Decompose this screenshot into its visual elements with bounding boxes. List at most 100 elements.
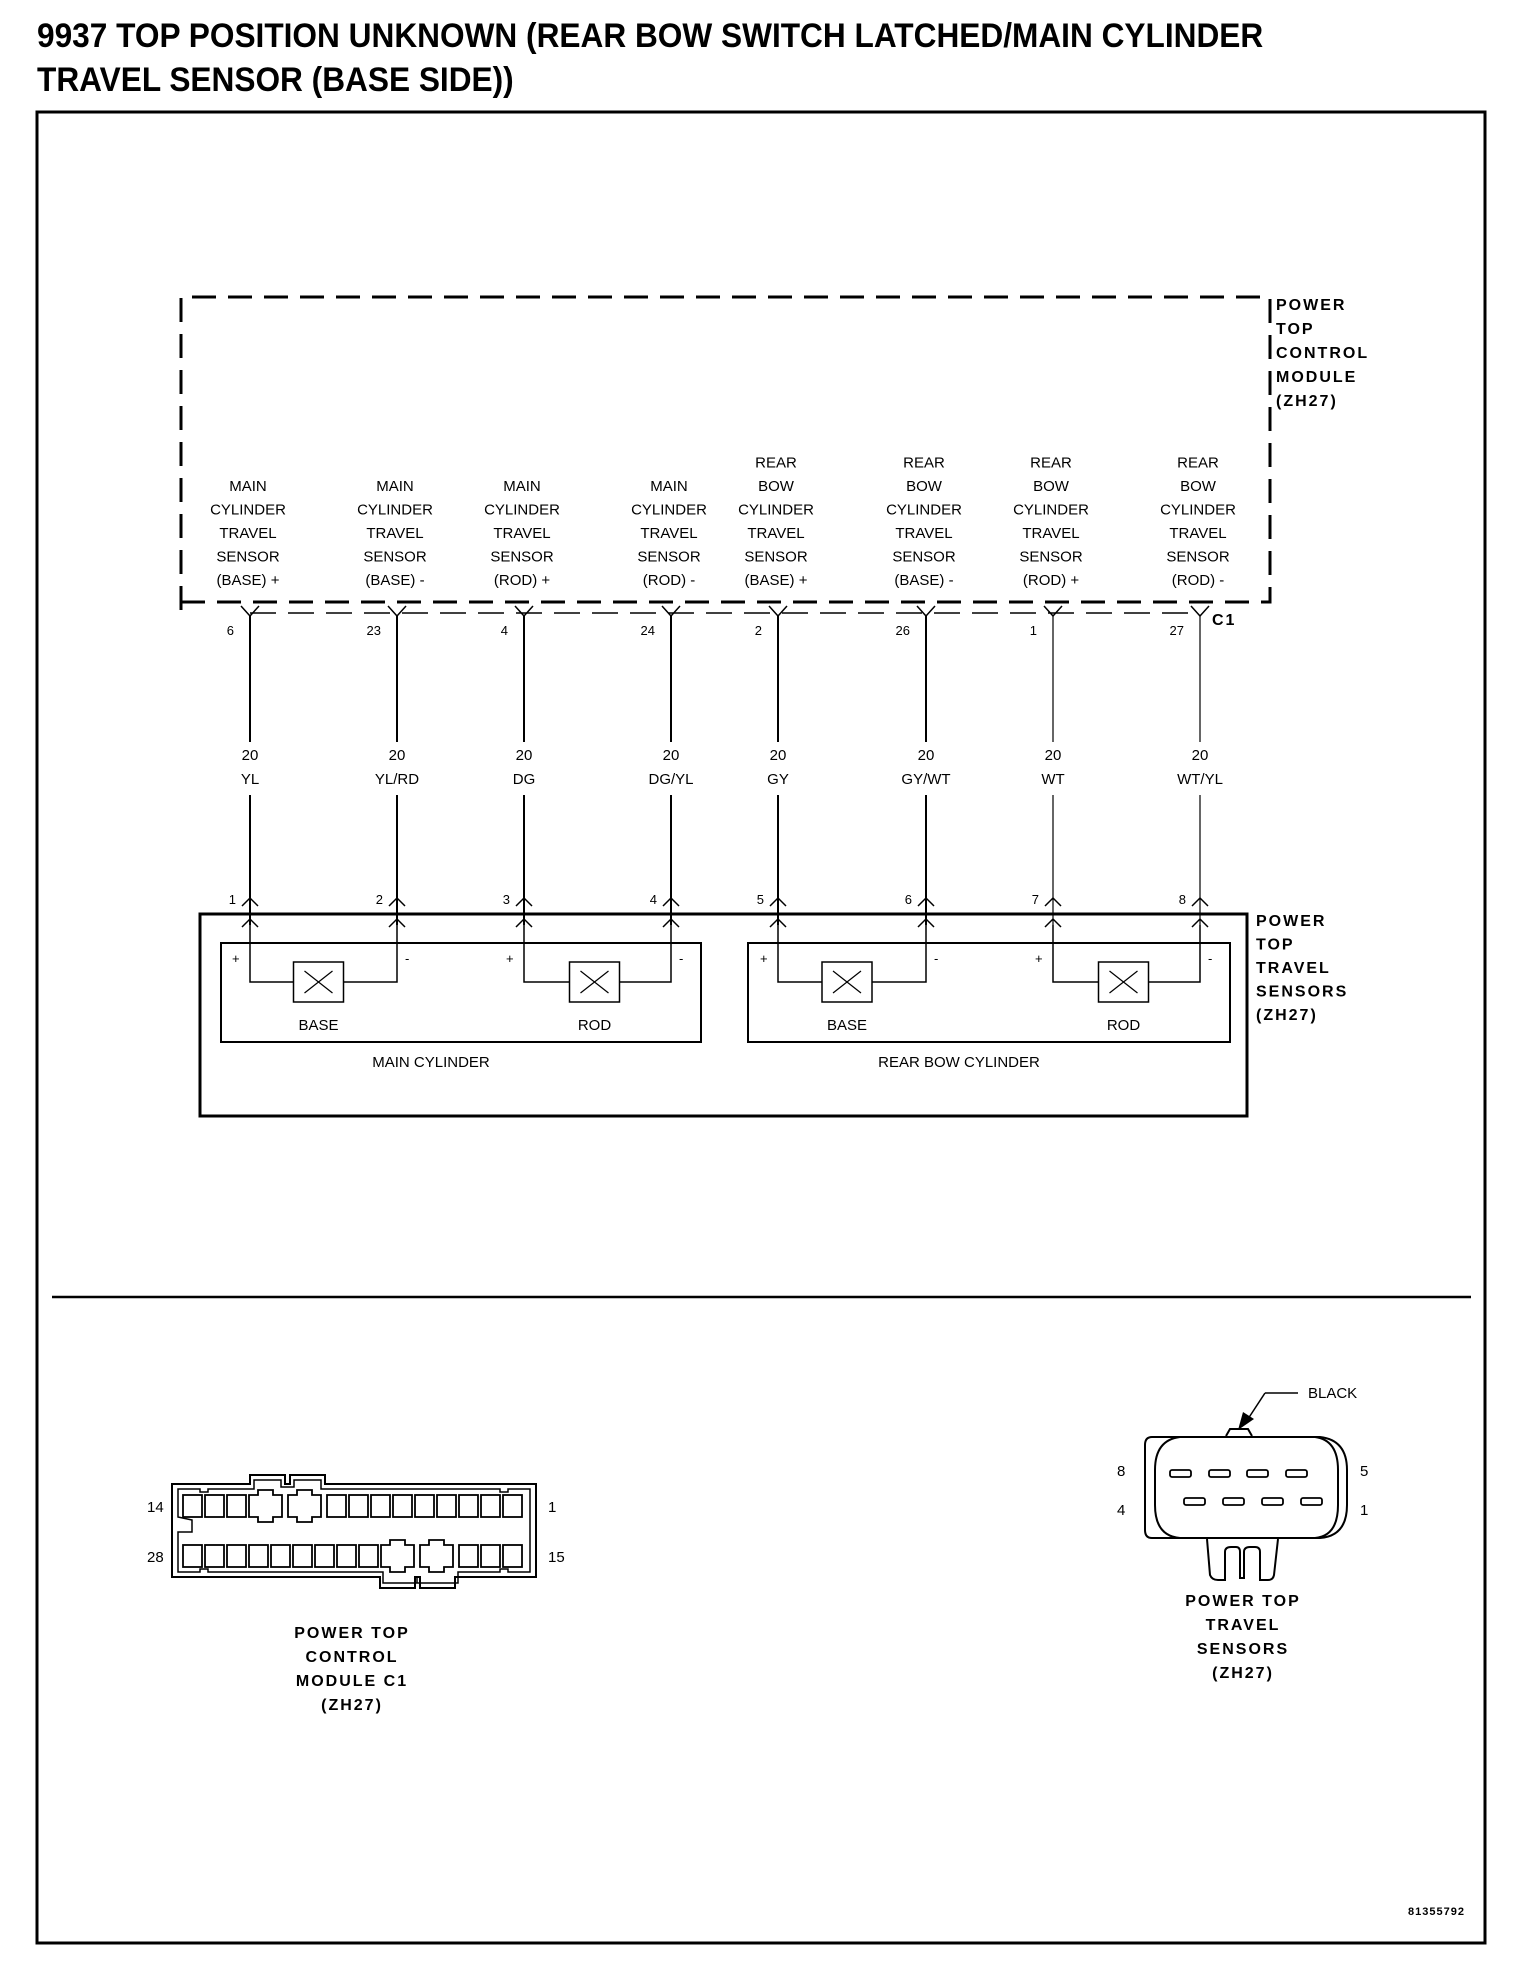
c1-name-line: POWER TOP (294, 1625, 410, 1642)
module-cavity-number: 4 (501, 623, 508, 638)
wire-gauge: 20 (516, 747, 533, 764)
c1-shell-inner (177, 1479, 531, 1584)
power-top-travel-sensors: POWER TOP TRAVEL SENSORS (ZH27) MAIN CYLINDE… (198, 912, 1348, 1118)
c1-cavity (348, 1494, 369, 1518)
sensor-pin-label-5: 5 (1360, 1463, 1368, 1480)
module-cavity-number: 2 (755, 623, 762, 638)
sensor-pin-number: 2 (376, 892, 383, 907)
diagram-frame (35, 110, 1487, 1945)
wire-gauge: 20 (918, 747, 935, 764)
c1-cavity (226, 1494, 247, 1518)
module-pin-label-line: CYLINDER (738, 502, 814, 519)
wire-color: DG (513, 771, 536, 788)
wire-color: GY (767, 771, 789, 788)
travel-sensors-name-line: SENSORS (1256, 984, 1348, 1001)
c1-name-line: CONTROL (305, 1649, 398, 1666)
module-outline-dashed (179, 295, 1272, 610)
module-pin-label-line: (BASE) + (217, 572, 280, 589)
module-name-line: (ZH27) (1276, 393, 1338, 410)
connector-male-terminal (916, 605, 936, 618)
sensor-connector-cavity (1208, 1469, 1231, 1478)
sensor-connector-cavity (1183, 1497, 1206, 1506)
module-pin-label-line: SENSOR (363, 549, 427, 566)
wire-color: YL (241, 771, 259, 788)
sensor-x-icon (1109, 970, 1138, 994)
module-pin-label-line: REAR (1177, 455, 1219, 472)
travel-sensors-name-line: (ZH27) (1256, 1007, 1318, 1024)
cylinder-label: REAR BOW CYLINDER (878, 1054, 1040, 1071)
wire-color: GY/WT (901, 771, 950, 788)
module-pin-label-line: CYLINDER (886, 502, 962, 519)
wire-gauge: 20 (770, 747, 787, 764)
wire-gauge: 20 (1045, 747, 1062, 764)
c1-name-line: (ZH27) (321, 1697, 383, 1714)
cylinder-label: MAIN CYLINDER (372, 1054, 490, 1071)
sensor-x-icon (832, 970, 862, 994)
c1-cavity (314, 1544, 335, 1568)
connector-female-terminal (515, 896, 533, 907)
module-pin-label-line: TRAVEL (747, 525, 804, 542)
sensor-terminal-arrow (662, 917, 680, 928)
cylinder-box (220, 942, 702, 1043)
sensor-connector-cavity (1285, 1469, 1308, 1478)
sensor-loop (249, 925, 398, 983)
sensor-pin-label-8: 8 (1117, 1463, 1125, 1480)
sensor-terminal-arrow (1191, 917, 1209, 928)
travel-sensors-outer-box (198, 912, 1249, 1118)
sensor-pin-number: 4 (650, 892, 657, 907)
figure-id: 81355792 (1408, 1906, 1465, 1918)
c1-cavity (182, 1544, 203, 1568)
c1-cavity (358, 1544, 379, 1568)
sensor-pin-number: 6 (905, 892, 912, 907)
sensor-loop (523, 925, 672, 983)
travel-sensors-name-line: POWER (1256, 913, 1326, 930)
sensor-connector-name-line: SENSORS (1197, 1641, 1289, 1658)
sensor-connector-cavity (1300, 1497, 1323, 1506)
module-pin-label-line: SENSOR (744, 549, 808, 566)
module-pin-label-line: BOW (906, 478, 943, 495)
sensor-connector-cavity (1222, 1497, 1245, 1506)
c1-cavity (392, 1494, 413, 1518)
sensor-terminal-arrow (769, 917, 787, 928)
connector-male-terminal (240, 605, 260, 618)
sensor-label: ROD (578, 1017, 612, 1034)
sensor-terminal-arrow (241, 917, 259, 928)
c1-cavity (436, 1494, 457, 1518)
c1-name-line: MODULE C1 (296, 1673, 408, 1690)
module-pin-label-line: (BASE) + (745, 572, 808, 589)
minus-sign: - (405, 951, 409, 966)
module-pin-label-line: (ROD) - (643, 572, 696, 589)
c1-cavity (336, 1544, 357, 1568)
sensor-terminal-arrow (515, 917, 533, 928)
wire-gauge: 20 (1192, 747, 1209, 764)
travel-sensors-name-line: TRAVEL (1256, 960, 1331, 977)
module-pin-label-line: REAR (755, 455, 797, 472)
module-cavity-number: 26 (896, 623, 910, 638)
plus-sign: + (1035, 951, 1043, 966)
c1-pin-label-28: 28 (147, 1549, 164, 1566)
module-name-line: POWER (1276, 297, 1346, 314)
module-name-line: TOP (1276, 321, 1315, 338)
black-callout-label: BLACK (1308, 1385, 1357, 1402)
connector-c1-label: C1 (1212, 612, 1236, 629)
connector-male-terminal (661, 605, 681, 618)
sensor-connector-name-line: POWER TOP (1185, 1593, 1301, 1610)
c1-cavity (414, 1494, 435, 1518)
sensor-x-icon (580, 970, 609, 994)
page-title: 9937 TOP POSITION UNKNOWN (REAR BOW SWIT… (37, 17, 1264, 99)
module-pin-label-line: SENSOR (1019, 549, 1083, 566)
wire-color: WT (1041, 771, 1064, 788)
minus-sign: - (679, 951, 683, 966)
connector-male-terminal (768, 605, 788, 618)
module-cavity-number: 1 (1030, 623, 1037, 638)
travel-sensors-name-line: TOP (1256, 937, 1295, 954)
